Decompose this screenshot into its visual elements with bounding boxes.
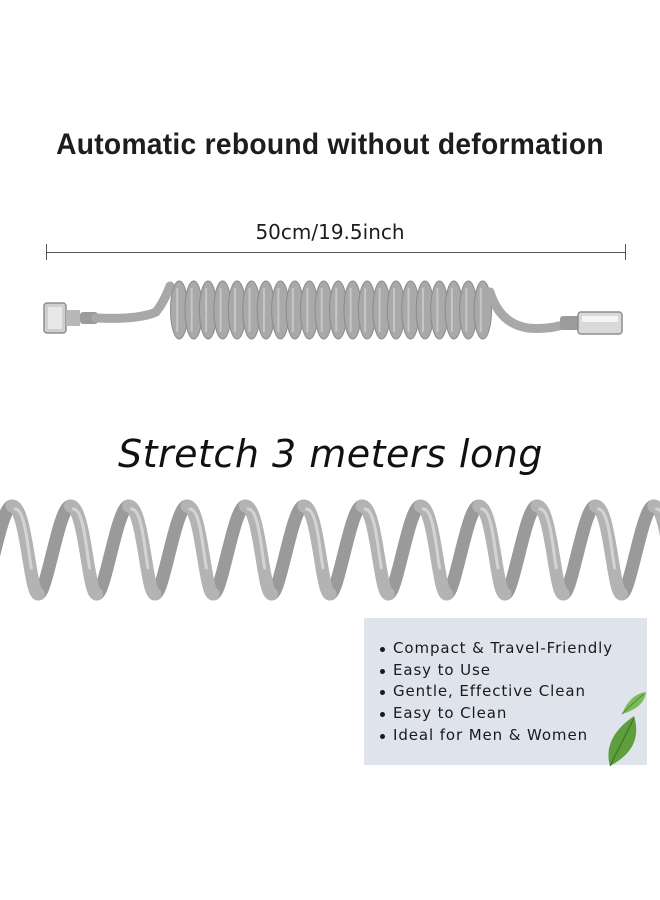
stretch-label: Stretch 3 meters long — [118, 432, 543, 476]
helix-highlight — [363, 507, 383, 570]
helix-highlight — [13, 507, 33, 570]
headline: Automatic rebound without deformation — [56, 128, 604, 161]
helix-highlight — [655, 507, 660, 514]
helix-front-strand — [647, 499, 660, 537]
helix-highlight — [421, 507, 442, 570]
helix-back-strand — [90, 499, 136, 601]
helix-front-strand — [355, 499, 395, 601]
helix-front-strand — [122, 499, 162, 601]
helix-highlight — [188, 507, 208, 570]
helix-back-strand — [556, 499, 602, 601]
helix-highlight — [246, 507, 267, 570]
dimension-line — [46, 252, 626, 253]
helix-back-strand — [381, 499, 427, 601]
helix-back-strand — [148, 499, 194, 601]
helix-front-strand — [588, 499, 629, 601]
helix-highlight — [596, 507, 617, 570]
hose-connector-left-icon — [43, 302, 98, 334]
helix-front-strand — [530, 499, 570, 601]
helix-highlight — [71, 507, 92, 570]
helix-back-strand — [265, 499, 311, 601]
helix-front-strand — [5, 499, 45, 601]
features-panel: Compact & Travel-Friendly Easy to Use Ge… — [364, 618, 647, 765]
feature-item: Easy to Use — [380, 660, 647, 682]
helix-front-strand — [180, 499, 220, 601]
helix-back-strand — [31, 499, 77, 601]
feature-item: Ideal for Men & Women — [380, 725, 647, 747]
feature-item: Gentle, Effective Clean — [380, 681, 647, 703]
dimension-tick-right — [625, 244, 626, 260]
coiled-hose-image — [43, 280, 623, 340]
features-list: Compact & Travel-Friendly Easy to Use Ge… — [364, 618, 647, 747]
helix-back-strand — [615, 499, 660, 601]
feature-item: Easy to Clean — [380, 703, 647, 725]
helix-front-strand — [472, 499, 512, 601]
helix-back-strand — [0, 499, 19, 557]
helix-back-strand — [440, 499, 486, 601]
helix-highlight — [538, 507, 558, 570]
helix-back-strand — [206, 499, 252, 601]
helix-highlight — [480, 507, 500, 570]
stretched-hose-image — [0, 499, 660, 601]
feature-item: Compact & Travel-Friendly — [380, 638, 647, 660]
helix-highlight — [130, 507, 150, 570]
helix-front-strand — [238, 499, 279, 601]
hose-coil-body — [170, 280, 493, 340]
dimension-tick-left — [46, 244, 47, 260]
hose-connector-right-icon — [560, 311, 623, 335]
helix-front-strand — [63, 499, 104, 601]
helix-back-strand — [323, 499, 369, 601]
helix-front-strand — [297, 499, 337, 601]
helix-highlight — [305, 507, 325, 570]
helix-front-strand — [413, 499, 454, 601]
helix-back-strand — [498, 499, 544, 601]
dimension-label: 50cm/19.5inch — [255, 220, 405, 244]
leaf-icon — [608, 692, 646, 767]
